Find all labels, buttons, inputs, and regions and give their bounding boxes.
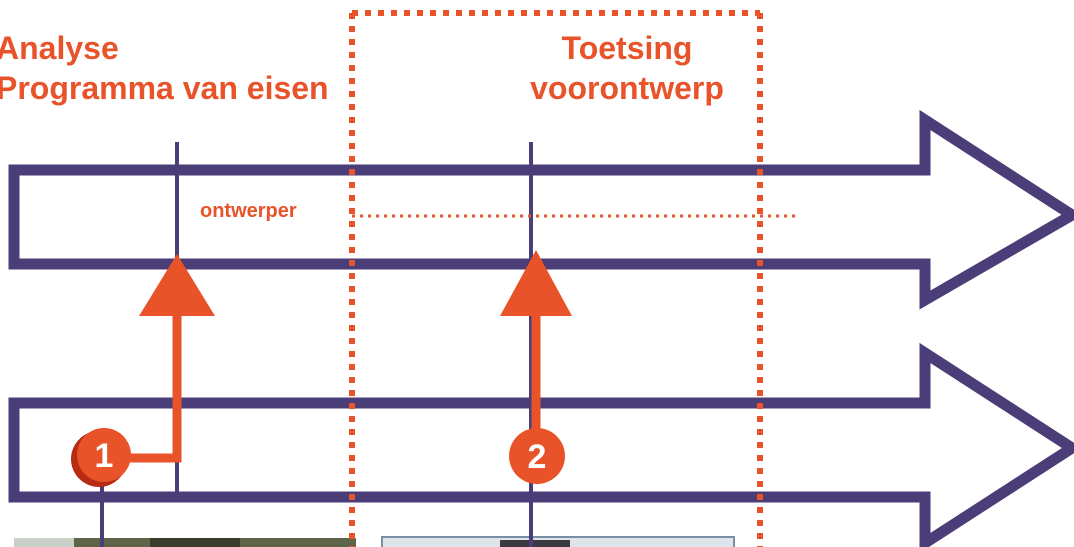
step-badge-2-label: 2 — [528, 438, 547, 476]
upper-process-arrow — [8, 109, 1074, 310]
step-badge-1-label: 1 — [95, 437, 114, 475]
toetsing-title-line2: voorontwerp — [530, 70, 724, 106]
toetsing-title: Toetsing voorontwerp — [500, 28, 754, 108]
orange-arrow-1 — [128, 254, 215, 463]
photo-thumbnail-left — [14, 538, 356, 547]
analyse-title-line1: Analyse — [0, 30, 119, 66]
analyse-title: Analyse Programma van eisen — [0, 28, 329, 108]
review-frame — [349, 10, 763, 547]
step-badge-1: 1 — [71, 428, 131, 487]
toetsing-title-line1: Toetsing — [561, 30, 693, 66]
photo-thumbnail-right — [381, 536, 735, 547]
orange-arrow-2 — [500, 250, 572, 438]
step-badge-2: 2 — [509, 428, 565, 484]
ontwerper-label: ontwerper — [200, 200, 297, 222]
analyse-title-line2: Programma van eisen — [0, 70, 329, 106]
